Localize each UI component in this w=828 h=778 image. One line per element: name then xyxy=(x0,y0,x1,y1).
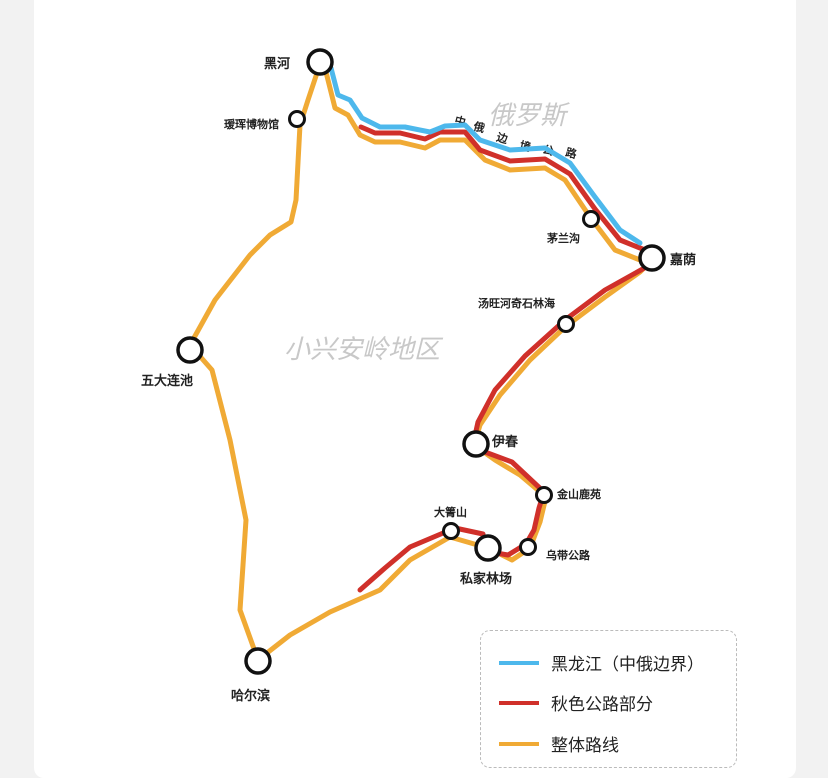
node-heihe[interactable] xyxy=(306,48,334,76)
legend-item-river: 黑龙江（中俄边界） xyxy=(499,650,704,675)
legend-item-overall: 整体路线 xyxy=(499,731,619,756)
region-russia: 俄罗斯 xyxy=(488,101,570,131)
label-tangwang: 汤旺河奇石林海 xyxy=(478,296,555,310)
border-road-char: 俄 xyxy=(471,119,486,136)
legend-label: 整体路线 xyxy=(551,736,619,756)
node-wudai[interactable] xyxy=(519,538,537,556)
node-tangwang[interactable] xyxy=(557,315,575,333)
label-wudai: 乌带公路 xyxy=(546,548,591,562)
stations xyxy=(176,48,666,675)
label-dagaoshan: 大箐山 xyxy=(434,505,467,519)
label-sijia: 私家林场 xyxy=(460,571,512,587)
legend-label: 黑龙江（中俄边界） xyxy=(551,655,704,675)
label-jinshan: 金山鹿苑 xyxy=(556,487,601,501)
legend-swatch xyxy=(499,741,539,746)
node-wudalianchi[interactable] xyxy=(176,336,204,364)
node-jiayin[interactable] xyxy=(638,244,666,272)
node-jinshan[interactable] xyxy=(535,486,553,504)
legend-label: 秋色公路部分 xyxy=(551,695,653,715)
legend-swatch xyxy=(499,660,539,665)
node-yichun[interactable] xyxy=(462,430,490,458)
autumn-road-south xyxy=(471,263,651,443)
legend-item-autumn-road: 秋色公路部分 xyxy=(499,690,653,715)
heilongjiang-river xyxy=(328,65,643,246)
label-jiayin: 嘉荫 xyxy=(669,252,696,268)
node-maolangou[interactable] xyxy=(582,210,600,228)
label-harbin: 哈尔滨 xyxy=(231,688,270,704)
node-aihui[interactable] xyxy=(288,110,306,128)
legend: 黑龙江（中俄边界） 秋色公路部分 整体路线 xyxy=(480,630,737,768)
region-xiaoxinganling: 小兴安岭地区 xyxy=(284,335,444,365)
autumn-road-west xyxy=(357,525,486,593)
legend-swatch xyxy=(499,700,539,705)
label-heihe: 黑河 xyxy=(264,56,290,72)
border-road-char: 边 xyxy=(494,130,510,147)
border-road-char: 路 xyxy=(564,145,579,162)
node-harbin[interactable] xyxy=(244,647,272,675)
node-sijia[interactable] xyxy=(474,534,502,562)
autumn-road-north xyxy=(358,124,648,253)
label-maolangou: 茅兰沟 xyxy=(547,231,580,245)
label-aihui: 瑷珲博物馆 xyxy=(224,117,279,131)
label-wudalianchi: 五大连池 xyxy=(141,373,193,389)
overall-route xyxy=(187,67,655,663)
node-dagaoshan[interactable] xyxy=(442,522,460,540)
autumn-road-yichun xyxy=(482,449,547,558)
overall-route-north xyxy=(323,69,643,263)
label-yichun: 伊春 xyxy=(491,434,519,450)
